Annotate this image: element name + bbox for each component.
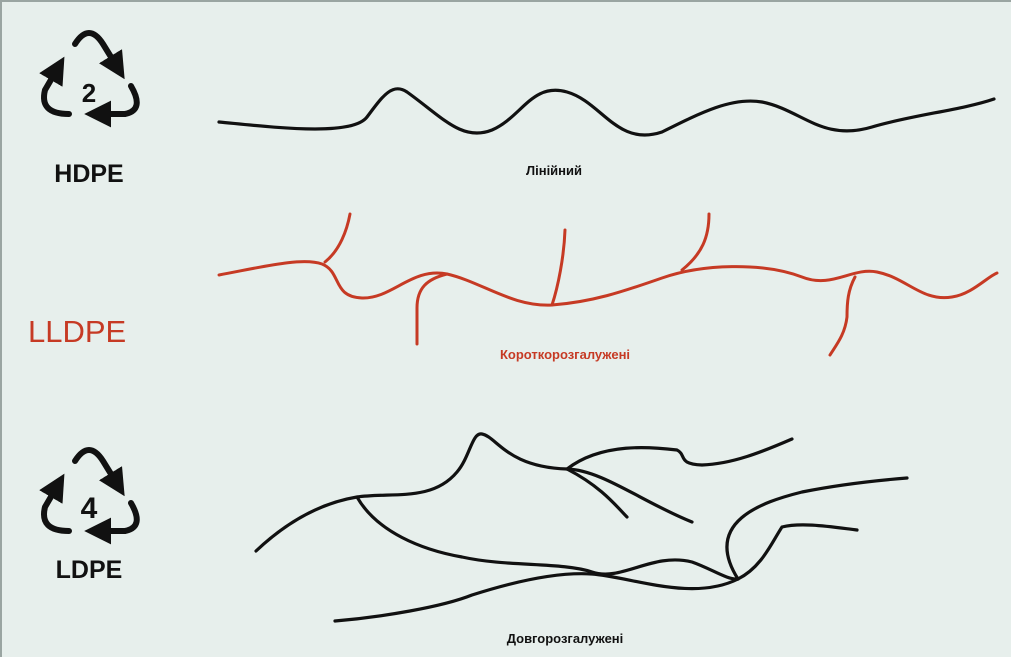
long-branched-caption: Довгорозгалужені [507,631,624,646]
hdpe-symbol: 2 HDPE [44,33,137,188]
lldpe-label: LLDPE [28,314,126,349]
hdpe-symbol-number: 2 [82,78,96,108]
linear-chain [219,89,994,135]
short-branched-caption: Короткорозгалужені [500,347,630,362]
ldpe-symbol-number: 4 [81,492,98,525]
hdpe-symbol-code: HDPE [54,160,123,188]
ldpe-symbol: 4 LDPE [44,450,137,584]
short-branched-chain [219,214,997,355]
ldpe-symbol-code: LDPE [56,556,123,584]
long-branched-chains [256,434,907,621]
linear-caption: Лінійний [526,163,582,178]
